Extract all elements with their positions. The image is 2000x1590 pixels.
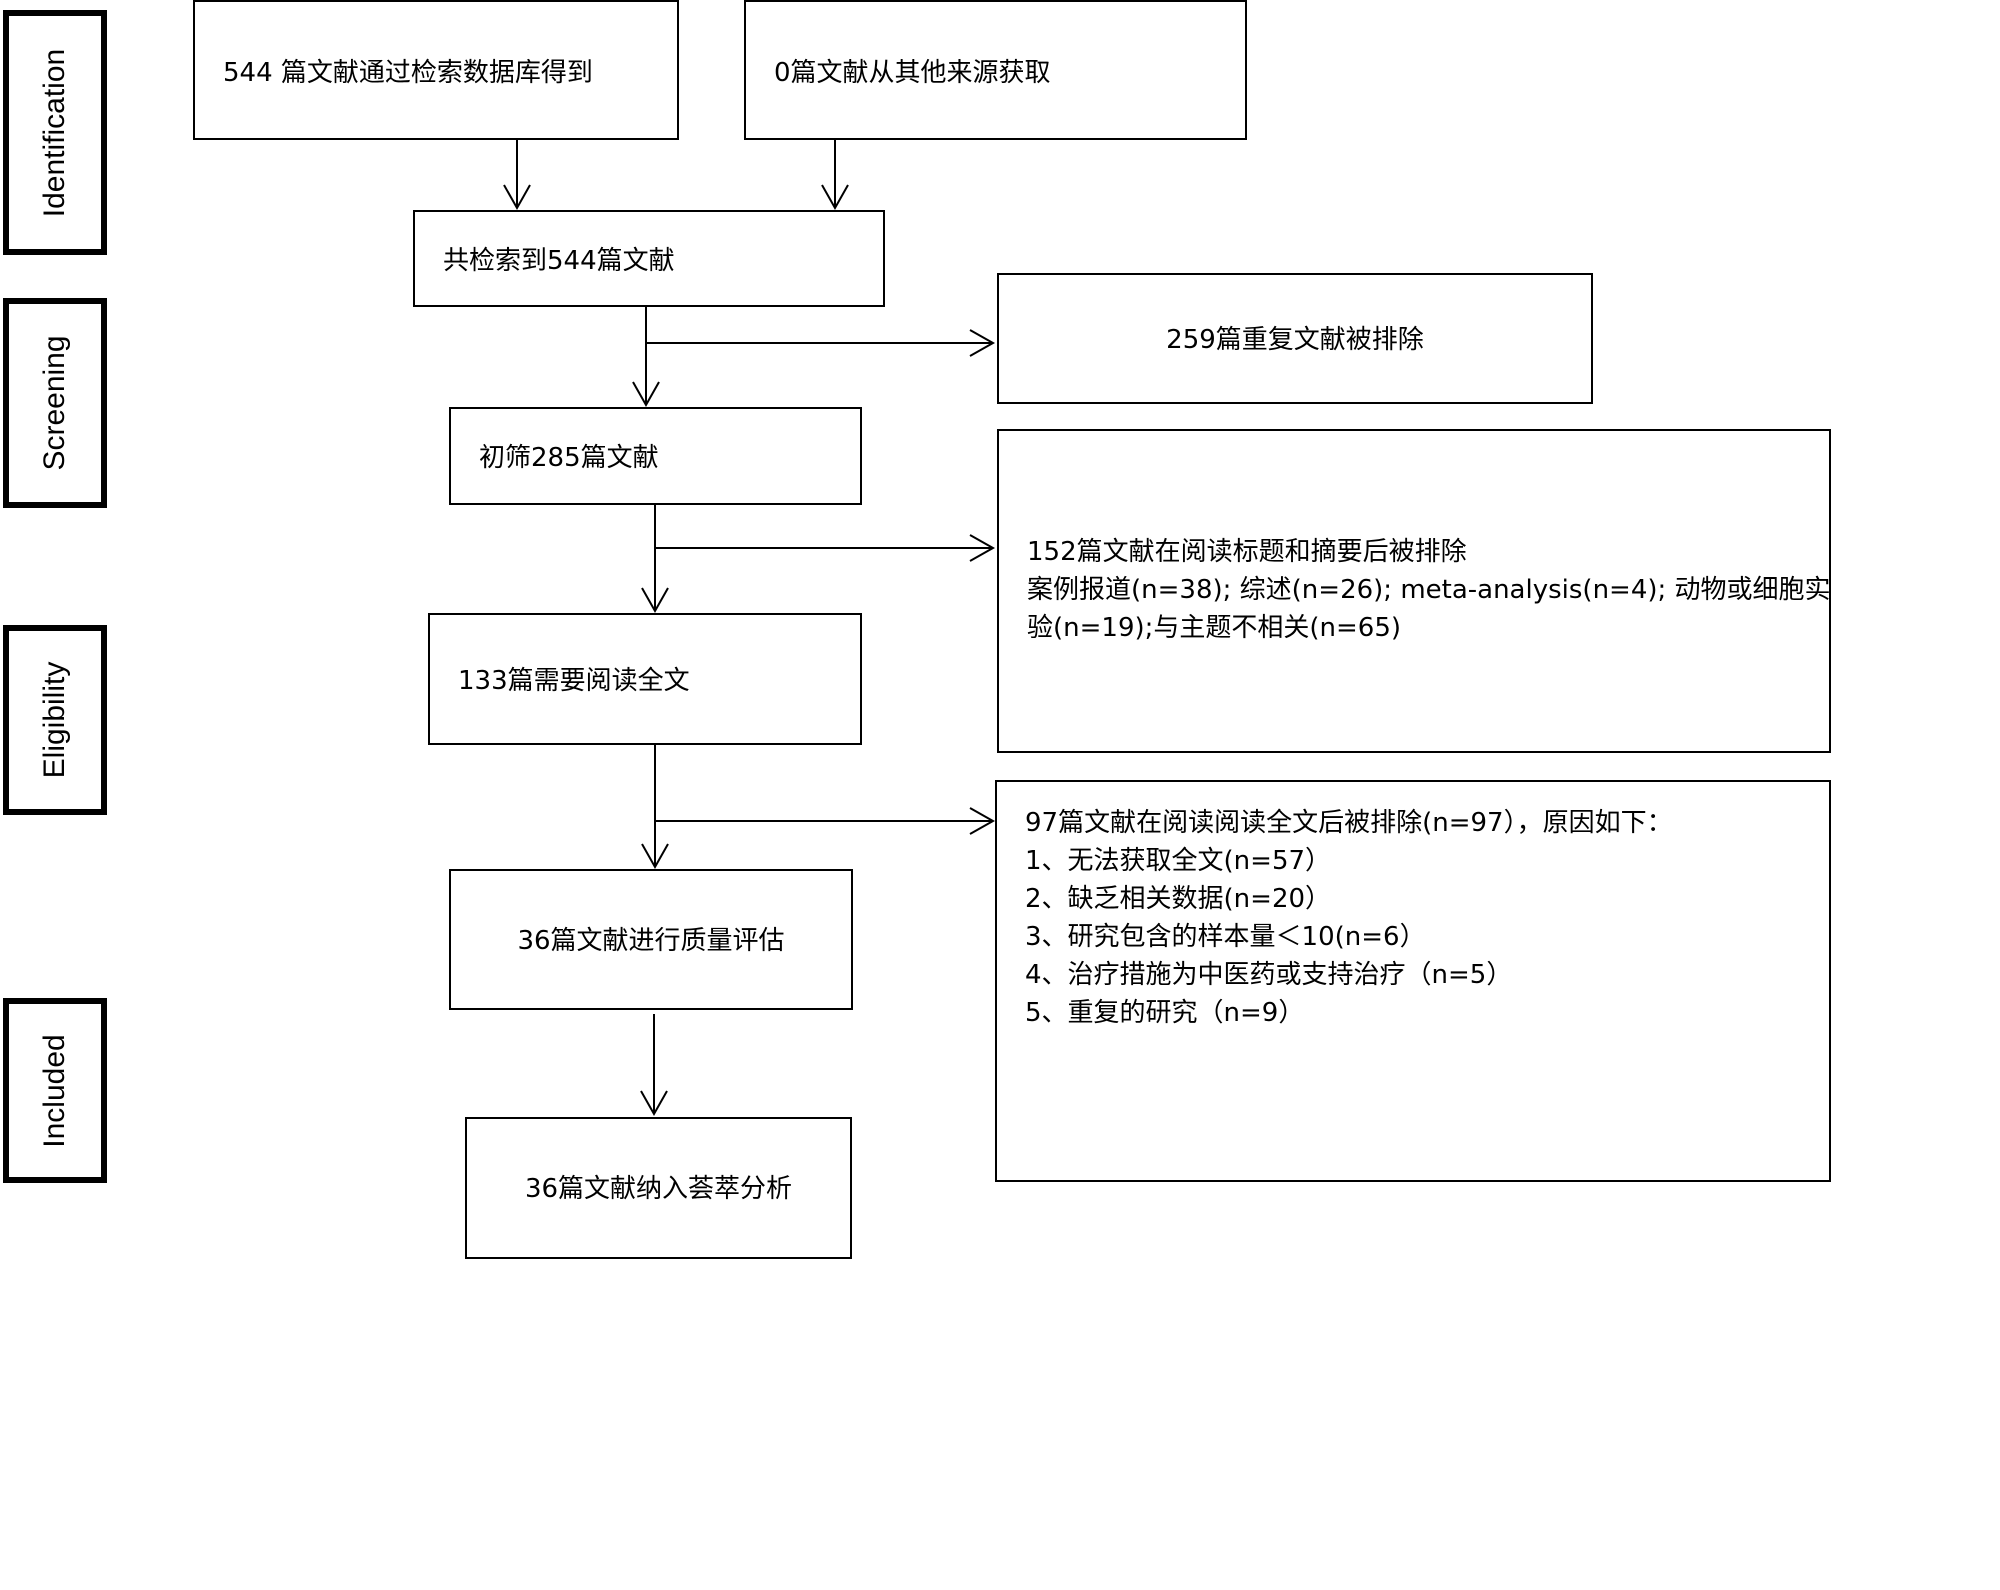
exclusion-reason: 1、无法获取全文(n=57） bbox=[1025, 846, 1332, 876]
arrowhead bbox=[969, 534, 996, 562]
exclusion-reason: 5、重复的研究（n=9） bbox=[1025, 998, 1305, 1028]
arrowhead bbox=[632, 381, 660, 408]
exclusion-reason: 3、研究包含的样本量＜10(n=6） bbox=[1025, 922, 1426, 952]
full-text-excluded-box: 97篇文献在阅读阅读全文后被排除(n=97），原因如下： 1、无法获取全文(n=… bbox=[995, 780, 1831, 1182]
stage-screening: Screening bbox=[3, 298, 107, 508]
exclusion-reason: 2、缺乏相关数据(n=20） bbox=[1025, 884, 1332, 914]
box-text: 共检索到544篇文献 bbox=[443, 246, 675, 276]
total-records-box: 共检索到544篇文献 bbox=[413, 210, 885, 307]
quality-assessed-box: 36篇文献进行质量评估 bbox=[449, 869, 853, 1010]
box-text: 133篇需要阅读全文 bbox=[458, 666, 690, 696]
included-studies-box: 36篇文献纳入荟萃分析 bbox=[465, 1117, 852, 1259]
excluded-heading: 152篇文献在阅读标题和摘要后被排除 bbox=[1027, 537, 1467, 567]
screened-records-box: 初筛285篇文献 bbox=[449, 407, 862, 505]
duplicates-excluded-box: 259篇重复文献被排除 bbox=[997, 273, 1593, 404]
stage-eligibility: Eligibility bbox=[3, 625, 107, 815]
excluded-heading: 97篇文献在阅读阅读全文后被排除(n=97），原因如下： bbox=[1025, 808, 1673, 838]
arrowhead bbox=[821, 184, 849, 211]
excluded-detail: 验(n=19);与主题不相关(n=65) bbox=[1027, 613, 1402, 643]
stage-identification: Identification bbox=[3, 10, 107, 255]
full-text-box: 133篇需要阅读全文 bbox=[428, 613, 862, 745]
excluded-detail: 案例报道(n=38); 综述(n=26); meta-analysis(n=4)… bbox=[1027, 575, 1831, 605]
arrowhead bbox=[641, 843, 669, 870]
arrowhead bbox=[969, 329, 996, 357]
other-sources-box: 0篇文献从其他来源获取 bbox=[744, 0, 1247, 140]
box-text: 36篇文献纳入荟萃分析 bbox=[524, 1174, 793, 1204]
arrowhead bbox=[641, 587, 669, 614]
arrowhead bbox=[969, 807, 996, 835]
box-text: 36篇文献进行质量评估 bbox=[517, 926, 785, 956]
stage-included: Included bbox=[3, 998, 107, 1183]
box-text: 0篇文献从其他来源获取 bbox=[774, 58, 1051, 88]
title-abstract-excluded-box: 152篇文献在阅读标题和摘要后被排除 案例报道(n=38); 综述(n=26);… bbox=[997, 429, 1831, 753]
box-text: 544 篇文献通过检索数据库得到 bbox=[223, 58, 593, 88]
exclusion-reason: 4、治疗措施为中医药或支持治疗（n=5） bbox=[1025, 960, 1513, 990]
database-records-box: 544 篇文献通过检索数据库得到 bbox=[193, 0, 679, 140]
arrowhead bbox=[640, 1090, 668, 1117]
box-text: 259篇重复文献被排除 bbox=[1166, 325, 1424, 355]
arrowhead bbox=[503, 184, 531, 211]
box-text: 初筛285篇文献 bbox=[479, 443, 659, 473]
